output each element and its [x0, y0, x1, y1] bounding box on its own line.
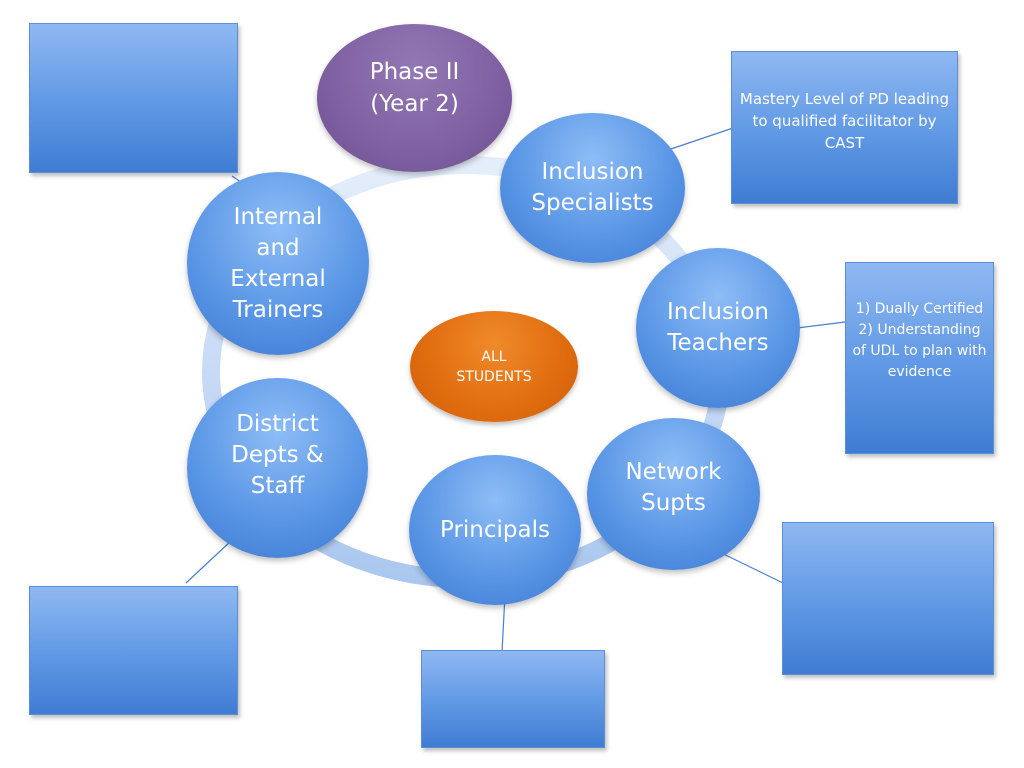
inclusion-teachers-label: Inclusion Teachers	[667, 299, 769, 356]
phase-ellipse: Phase II (Year 2)	[317, 24, 512, 172]
principals-label: Principals	[440, 516, 550, 543]
box-top-left	[29, 23, 238, 173]
box-bottom-left	[29, 586, 238, 715]
box-dually-certified-text: 1) Dually Certified 2) Understanding of …	[852, 301, 987, 380]
box-bottom-center-text	[507, 693, 519, 705]
box-top-left-text	[128, 92, 140, 104]
phase-label: Phase II (Year 2)	[369, 59, 460, 117]
box-dually-certified: 1) Dually Certified 2) Understanding of …	[845, 262, 994, 454]
circle-trainers: Internal and External Trainers	[187, 172, 369, 355]
connector-mastery	[667, 127, 734, 151]
circle-district-depts: District Depts & Staff	[187, 378, 368, 558]
box-mastery-level: Mastery Level of PD leading to qualified…	[731, 51, 958, 204]
connector-bottom-left	[185, 539, 233, 584]
trainers-label: Internal and External Trainers	[230, 203, 326, 323]
box-bottom-right	[782, 522, 994, 675]
circle-inclusion-specialists: Inclusion Specialists	[500, 113, 685, 263]
network-supts-label: Network Supts	[625, 459, 722, 516]
center-label: ALL STUDENTS	[456, 348, 532, 385]
circle-principals: Principals	[409, 455, 581, 605]
center-all-students: ALL STUDENTS	[410, 311, 578, 422]
box-bottom-right-text	[882, 593, 894, 605]
connector-dually	[796, 321, 846, 329]
circle-network-supts: Network Supts	[587, 418, 760, 570]
box-bottom-left-text	[128, 645, 140, 657]
circle-inclusion-teachers: Inclusion Teachers	[636, 248, 800, 408]
district-depts-label: District Depts & Staff	[231, 410, 324, 499]
box-bottom-center	[421, 650, 605, 748]
box-mastery-level-text: Mastery Level of PD leading to qualified…	[739, 90, 950, 152]
inclusion-specialists-label: Inclusion Specialists	[531, 159, 654, 216]
